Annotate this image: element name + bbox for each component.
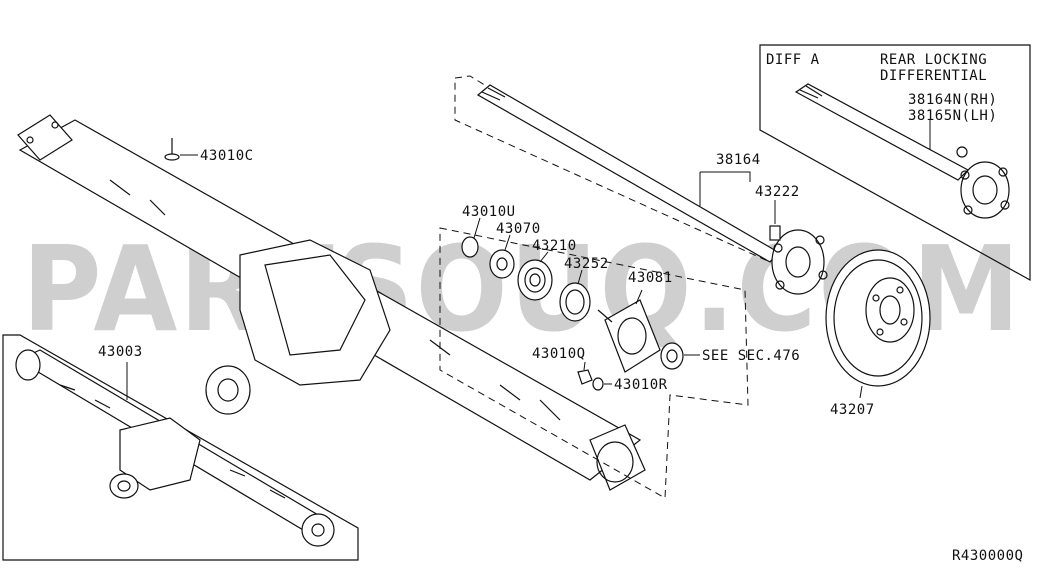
part-38164-text: 38164: [716, 152, 761, 168]
collar-43070-icon: [489, 249, 515, 279]
see-sec-476-link[interactable]: SEE SEC.476: [702, 348, 800, 364]
part-43010C-label[interactable]: 43010C: [200, 148, 254, 164]
axle-shaft-icon: [476, 84, 828, 295]
bearing-43210-icon: [517, 259, 553, 301]
axle-assembly-small-icon: [15, 349, 335, 547]
part-43070-label[interactable]: 43070: [496, 221, 541, 237]
inset-axle-shaft-icon: [794, 83, 1010, 219]
inset-title: DIFF A: [766, 52, 820, 68]
brake-rotor-43207-icon: [825, 249, 931, 387]
leader-43010U: [473, 217, 481, 239]
leader-43081: [635, 289, 643, 305]
seal-43252-icon: [559, 282, 591, 322]
part-38164N-label[interactable]: 38164N(RH): [908, 92, 997, 108]
part-43003-label[interactable]: 43003: [98, 344, 143, 360]
leader-43252: [577, 269, 583, 285]
leader-43207: [859, 385, 863, 399]
bolt-43010C-icon: [164, 138, 180, 161]
part-43252-text: 43252: [564, 256, 609, 272]
part-43010R-label[interactable]: 43010R: [614, 377, 668, 393]
see-sec-476-text: SEE SEC.476: [702, 348, 800, 364]
stud-43222-icon: [769, 225, 781, 241]
part-43210-text: 43210: [532, 238, 577, 254]
shaft-group-outline: [454, 75, 771, 263]
part-38165N-text: 38165N(LH): [908, 108, 997, 124]
part-43222-label[interactable]: 43222: [755, 184, 800, 200]
leader-43210: [539, 251, 549, 263]
leader-43070: [504, 234, 511, 251]
part-43081-text: 43081: [628, 270, 673, 286]
washer-43010R-icon: [592, 377, 604, 391]
snap-ring-43010U-icon: [461, 236, 479, 258]
axle-housing-icon: [17, 114, 646, 491]
part-38165N-label[interactable]: 38165N(LH): [908, 108, 997, 124]
plate-43081-icon: [597, 299, 661, 373]
part-43210-label[interactable]: 43210: [532, 238, 577, 254]
part-43010R-text: 43010R: [614, 377, 668, 393]
assembly-frame: [2, 334, 359, 561]
leader-38164-bracket: [700, 171, 751, 182]
part-43003-text: 43003: [98, 344, 143, 360]
part-43252-label[interactable]: 43252: [564, 256, 609, 272]
part-43222-text: 43222: [755, 184, 800, 200]
inset-axle-assembly: 43003: [2, 334, 359, 561]
part-43070-text: 43070: [496, 221, 541, 237]
part-43010C-text: 43010C: [200, 148, 254, 164]
part-43010U-label[interactable]: 43010U: [462, 204, 516, 220]
part-43081-label[interactable]: 43081: [628, 270, 673, 286]
inset-frame: [759, 44, 1031, 282]
part-43207-label[interactable]: 43207: [830, 402, 875, 418]
bearing-group-outline: [439, 227, 749, 499]
inset-subtitle-2: DIFFERENTIAL: [880, 68, 987, 84]
inset-diff-a: DIFF A REAR LOCKING DIFFERENTIAL 38164N(…: [759, 44, 1031, 282]
part-43010U-text: 43010U: [462, 204, 516, 220]
part-38164-label[interactable]: 38164: [716, 152, 761, 168]
part-43010Q-text: 43010Q: [532, 346, 586, 362]
inset-subtitle-1: REAR LOCKING: [880, 52, 987, 68]
nut-43010Q-icon: [577, 369, 593, 385]
part-43207-text: 43207: [830, 402, 875, 418]
part-43010Q-label[interactable]: 43010Q: [532, 346, 586, 362]
sensor-rotor-icon: [660, 342, 684, 370]
diagram-code: R430000Q: [952, 548, 1023, 564]
leader-43010Q: [583, 361, 586, 371]
part-38164N-text: 38164N(RH): [908, 92, 997, 108]
